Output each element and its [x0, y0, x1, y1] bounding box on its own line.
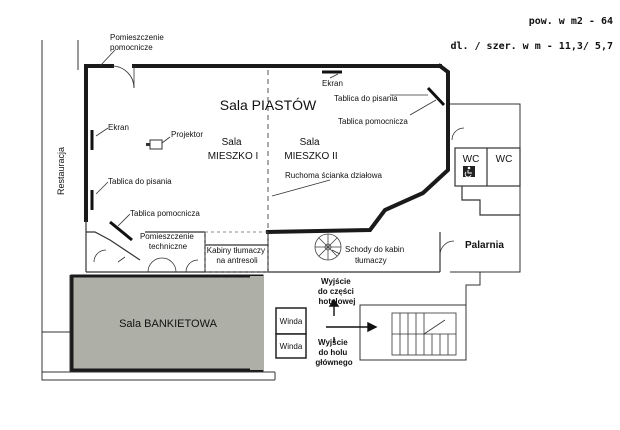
- outer-walls: [41, 40, 521, 381]
- banquet-hall: [70, 274, 264, 372]
- doors: [93, 65, 465, 273]
- exit-hall-label: Wyjście do holu głównego: [315, 338, 352, 367]
- screen-right-label: Ekran: [322, 79, 343, 88]
- leader-lines: [95, 49, 437, 263]
- area-info: pow. w m2 - 64: [529, 16, 613, 27]
- writing-board-right-label: Tablica do pisania: [334, 94, 398, 103]
- wheelchair-icon: [463, 166, 475, 178]
- smoking-room-label: Palarnia: [465, 240, 504, 251]
- exit-hotel-label: Wyjście do części hotelowej: [318, 277, 356, 306]
- writing-board-left-label: Tablica do pisania: [108, 177, 172, 186]
- wc-1-label: WC: [463, 154, 480, 165]
- elevator-2: [275, 333, 307, 359]
- sala-mieszko-1-label: Sala MIESZKO I: [208, 137, 259, 162]
- sala-piastow-label: Sala PIASTÓW: [220, 97, 317, 113]
- writing-board-right: [426, 86, 446, 107]
- elevators: [275, 307, 307, 359]
- boards: [90, 70, 446, 242]
- sala-mieszko-2-label: Sala MIESZKO II: [284, 137, 337, 162]
- elevator-2-label: Winda: [280, 342, 303, 351]
- booths-label: Kabiny tłumaczy na antresoli: [207, 246, 267, 265]
- movable-partition-label: Ruchoma ścianka działowa: [285, 171, 382, 180]
- spiral-stairs-icon: [314, 233, 342, 261]
- aux-board-right-label: Tablica pomocnicza: [338, 117, 408, 126]
- aux-board-left-label: Tablica pomocnicza: [130, 209, 200, 218]
- main-hall-walls: [84, 63, 450, 235]
- technical-room-label: Pomieszczenie techniczne: [140, 232, 196, 251]
- restaurant-label: Restauracja: [56, 147, 66, 195]
- staircase-icon: [391, 312, 457, 356]
- banquet-hall-label: Sala BANKIETOWA: [119, 318, 217, 330]
- screen-left-label: Ekran: [108, 123, 129, 132]
- projector-icon: [146, 139, 163, 150]
- aux-board-left: [109, 220, 133, 242]
- dimensions-info: dl. / szer. w m - 11,3/ 5,7: [450, 41, 613, 52]
- projector-label: Projektor: [171, 130, 203, 139]
- exit-arrows: [326, 298, 378, 343]
- elevator-1: [275, 307, 307, 335]
- stairs-to-booths-label: Schody do kabin tłumaczy: [345, 245, 406, 265]
- elevator-1-label: Winda: [280, 317, 303, 326]
- interpreter-booths-outline: [204, 231, 269, 273]
- wc-2-label: WC: [496, 154, 513, 165]
- aux-room-label-top: Pomieszczenie pomocnicze: [110, 33, 166, 52]
